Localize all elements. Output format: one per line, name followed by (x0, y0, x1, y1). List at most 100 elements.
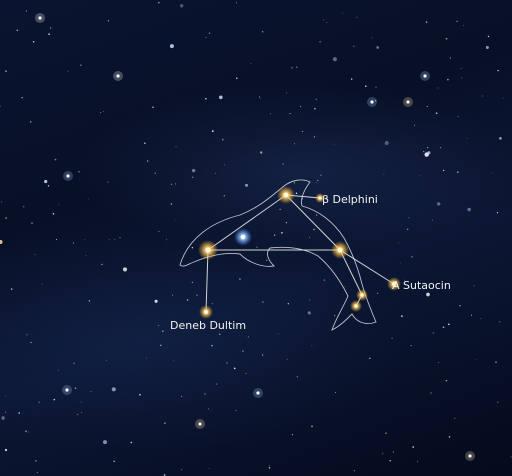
field-star (50, 27, 52, 29)
field-star (107, 20, 110, 22)
field-star (454, 417, 456, 419)
field-star (5, 396, 6, 397)
field-star (111, 387, 116, 392)
field-star (197, 154, 199, 156)
field-star (279, 208, 281, 210)
field-star (460, 68, 462, 70)
field-star (293, 181, 296, 184)
field-star (146, 357, 147, 359)
field-star (53, 398, 56, 401)
field-star (0, 105, 1, 107)
field-star (175, 146, 177, 148)
field-star (175, 183, 177, 185)
field-star (495, 361, 497, 363)
field-star (342, 12, 344, 14)
field-star (41, 283, 43, 285)
field-star (198, 422, 202, 426)
field-star (166, 239, 167, 241)
field-star (317, 179, 319, 182)
field-star (295, 192, 298, 195)
field-star (226, 362, 228, 364)
field-star (235, 410, 237, 411)
field-star (224, 164, 225, 166)
field-star (410, 345, 412, 347)
field-star (285, 222, 287, 224)
field-star (497, 401, 499, 403)
field-star (38, 16, 42, 20)
field-star (401, 315, 403, 318)
field-star (468, 454, 472, 458)
field-star (88, 300, 91, 302)
field-star (268, 467, 271, 469)
field-star (233, 367, 236, 370)
field-star (300, 106, 302, 108)
field-star (334, 143, 335, 145)
field-star (426, 292, 430, 297)
field-star (205, 97, 207, 100)
field-star (260, 97, 262, 99)
field-star (392, 451, 394, 453)
field-star (426, 146, 429, 149)
field-star (158, 325, 160, 327)
field-star (74, 387, 77, 390)
field-star (90, 391, 92, 393)
field-star (72, 242, 74, 244)
label-alpha-sualocin: A Sutaocin (392, 279, 451, 292)
field-star (223, 195, 226, 197)
field-star (369, 357, 371, 360)
field-star (269, 113, 271, 115)
field-star (385, 432, 387, 434)
field-star (34, 253, 36, 256)
field-star (406, 228, 409, 231)
field-star (186, 299, 189, 301)
field-star (78, 170, 80, 173)
field-star (18, 412, 21, 414)
field-star (116, 74, 120, 78)
field-star (108, 239, 110, 240)
field-star (467, 207, 471, 212)
field-star (235, 2, 238, 4)
field-star (25, 430, 27, 433)
field-star (406, 100, 410, 104)
field-star (425, 21, 428, 23)
field-star (204, 393, 206, 395)
field-star (211, 344, 213, 347)
field-star (175, 219, 177, 220)
field-star (260, 151, 263, 154)
field-star (1, 201, 2, 203)
field-star (48, 33, 50, 35)
field-star (4, 411, 6, 413)
field-star (491, 172, 492, 174)
field-star (88, 198, 90, 200)
field-star (461, 77, 463, 79)
field-star (170, 203, 173, 205)
field-star (496, 212, 499, 214)
field-star (106, 360, 107, 361)
field-star (5, 217, 7, 219)
field-star (311, 345, 313, 347)
field-star (181, 395, 183, 397)
field-star (157, 1, 160, 4)
field-star (38, 401, 40, 403)
field-star (485, 46, 489, 49)
field-star (323, 19, 325, 21)
field-star (480, 318, 482, 319)
field-star (65, 388, 69, 392)
field-star (1, 416, 5, 420)
field-star (101, 263, 103, 266)
field-star (353, 470, 356, 472)
field-star (147, 160, 149, 162)
field-star (44, 179, 48, 184)
field-star (445, 37, 448, 40)
field-star (375, 99, 377, 102)
field-star (309, 236, 310, 238)
field-star (114, 238, 116, 240)
field-star (239, 278, 241, 280)
field-star (437, 202, 441, 206)
field-star (335, 391, 337, 393)
field-star (412, 446, 414, 448)
field-star (435, 112, 438, 115)
field-star (499, 137, 502, 140)
field-star (164, 422, 166, 424)
